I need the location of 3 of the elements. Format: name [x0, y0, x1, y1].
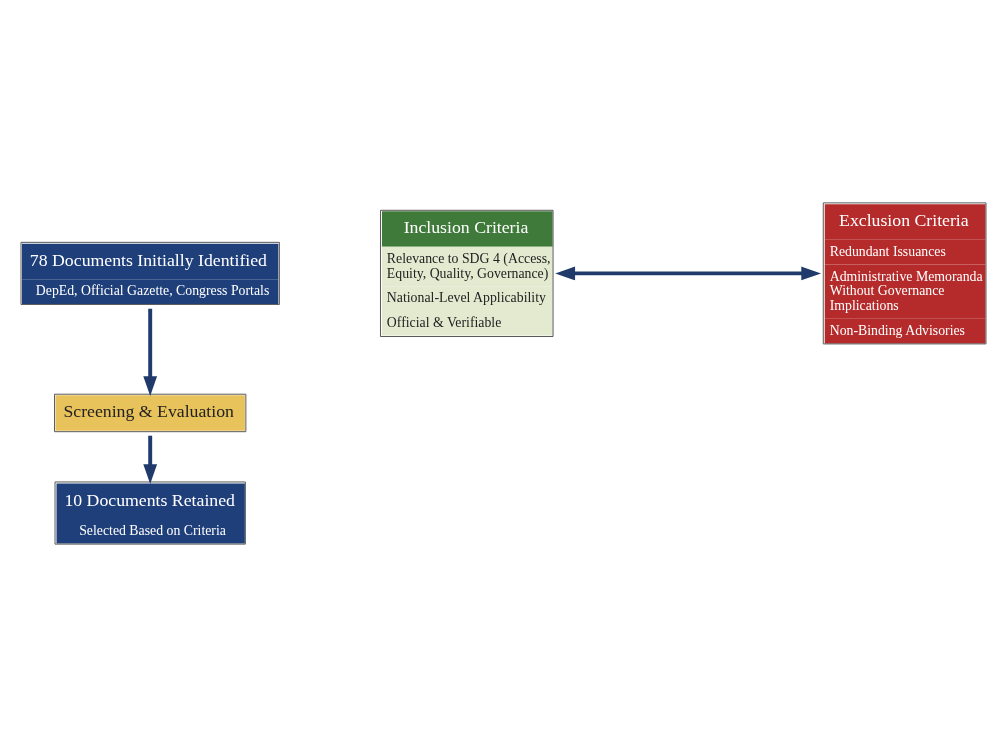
arrow — [143, 435, 158, 484]
arrow — [143, 308, 158, 396]
arrow — [555, 266, 822, 280]
